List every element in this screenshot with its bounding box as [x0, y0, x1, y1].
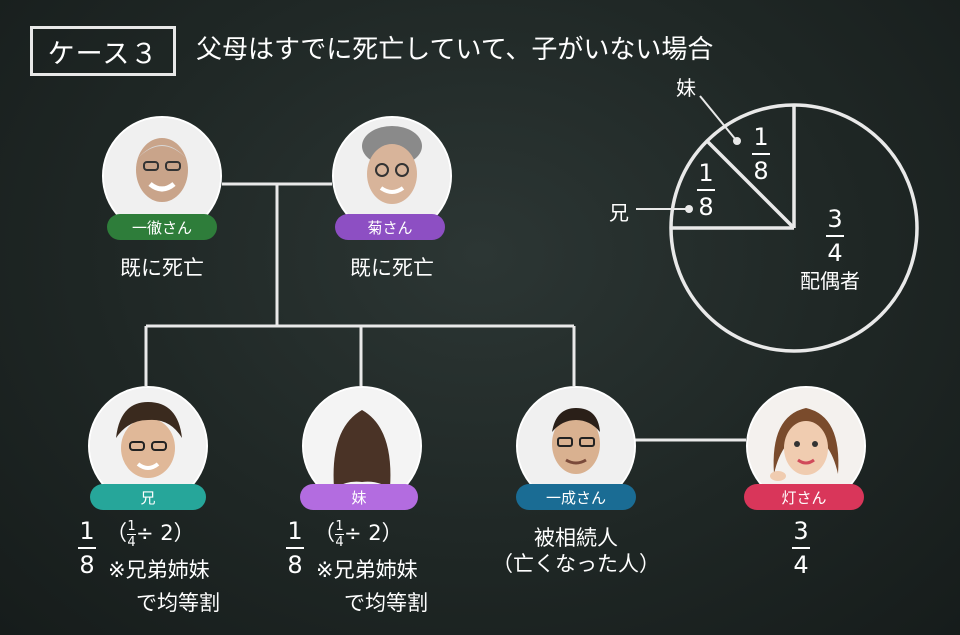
sister-calc-rest: ÷ 2） [344, 521, 403, 545]
pie-brother-fraction: 1 8 [697, 160, 715, 220]
deceased-avatar [516, 386, 636, 506]
brother-name-badge: 兄 [90, 484, 206, 510]
sister-note-line1: ※兄弟姉妹 [316, 558, 418, 582]
pie-sister-label: 妹 [676, 76, 696, 100]
sister-name-badge: 妹 [300, 484, 418, 510]
pie-sister-denominator: 8 [753, 157, 769, 185]
sister-share-fraction: 1 8 [286, 518, 304, 578]
mother-name-badge: 菊さん [335, 214, 445, 240]
deceased-role: 被相続人 [534, 526, 618, 550]
pie-spouse-numerator: 3 [827, 205, 843, 233]
page-title: 父母はすでに死亡していて、子がいない場合 [196, 35, 714, 65]
pie-brother-denominator: 8 [698, 193, 714, 221]
father-status: 既に死亡 [120, 256, 204, 280]
brother-calc-numerator: 1 [127, 518, 136, 534]
pie-brother-label: 兄 [609, 201, 629, 225]
sister-calc-denominator: 4 [335, 534, 344, 550]
brother-note-line2: で均等割 [136, 591, 220, 615]
sister-note-line2: で均等割 [344, 591, 428, 615]
sister-share-bar [286, 547, 304, 549]
brother-share-fraction: 1 8 [78, 518, 96, 578]
spouse-share-bar [792, 547, 810, 549]
brother-share-bar [78, 547, 96, 549]
case-label: ケース３ [47, 38, 159, 70]
spouse-share-numerator: 3 [793, 517, 809, 545]
sister-share-denominator: 8 [287, 551, 303, 579]
sister-share-numerator: 1 [287, 517, 303, 545]
brother-calc-rest: ÷ 2） [136, 521, 195, 545]
brother-note-line1: ※兄弟姉妹 [108, 558, 210, 582]
case-label-box: ケース３ [30, 26, 176, 76]
brother-calc-open: （ [106, 521, 127, 545]
spouse-name-badge: 灯さん [744, 484, 864, 510]
sister-pointer-line [699, 95, 737, 141]
brother-share-numerator: 1 [79, 517, 95, 545]
sister-pointer-dot [733, 137, 741, 145]
spouse-share-denominator: 4 [793, 551, 809, 579]
sister-calc-numerator: 1 [335, 518, 344, 534]
brother-calc-denominator: 4 [127, 534, 136, 550]
spouse-share-fraction: 3 4 [792, 518, 810, 578]
pie-sister-numerator: 1 [753, 123, 769, 151]
brother-pointer-dot [685, 205, 693, 213]
pie-spouse-denominator: 4 [827, 239, 843, 267]
father-name-badge: 一徹さん [107, 214, 217, 240]
pie-divider-diagonal [705, 139, 796, 230]
pie-spouse-label: 配偶者 [800, 269, 860, 293]
deceased-name-badge: 一成さん [516, 484, 636, 510]
sister-calc-open: （ [314, 521, 335, 545]
pie-brother-numerator: 1 [698, 159, 714, 187]
pie-sister-fraction: 1 8 [752, 124, 770, 184]
mother-status: 既に死亡 [350, 256, 434, 280]
pie-spouse-fraction: 3 4 [826, 206, 844, 266]
deceased-role-note: （亡くなった人） [492, 552, 660, 576]
brother-share-denominator: 8 [79, 551, 95, 579]
inheritance-pie-chart [636, 95, 919, 353]
